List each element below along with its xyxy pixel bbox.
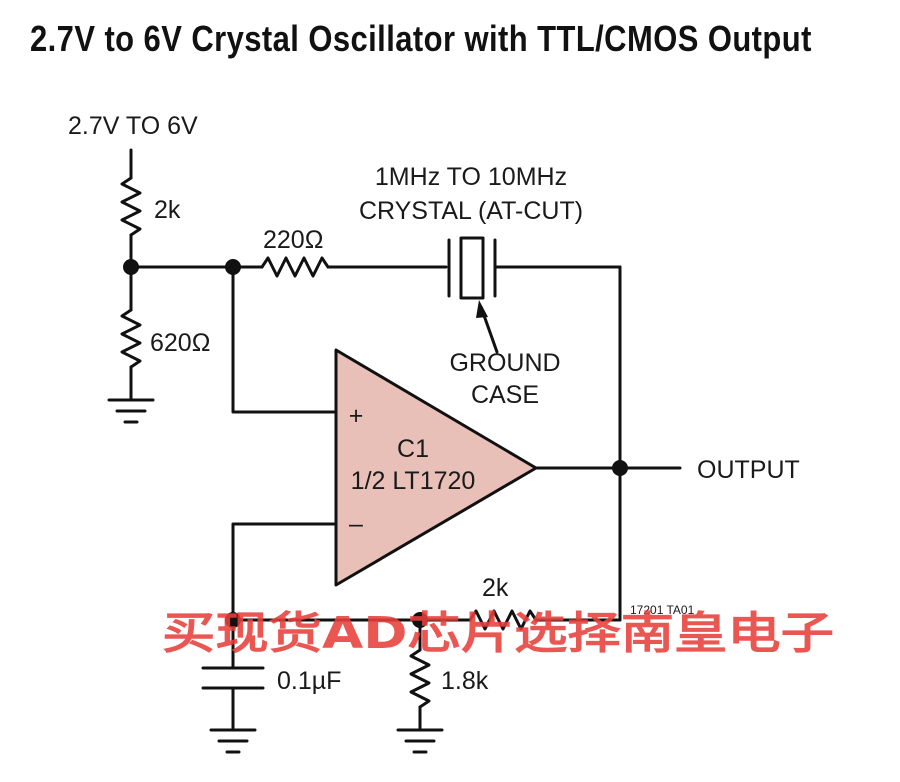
label-r-ground: 1.8k (441, 667, 489, 695)
junction-dots (123, 259, 628, 628)
supply-label: 2.7V TO 6V (68, 112, 198, 140)
crystal (447, 236, 499, 354)
label-r-top: 2k (154, 196, 181, 224)
resistor-620-ohm (120, 308, 142, 369)
watermark-text: 买现货AD芯片选择南皇电子 (162, 608, 834, 659)
ground-symbol-resistor (396, 728, 444, 754)
label-capacitor: 0.1µF (277, 667, 341, 695)
label-r-series: 220Ω (263, 226, 323, 254)
label-ground-line1: GROUND (449, 349, 560, 377)
ground-symbol-left (107, 398, 155, 424)
label-r-bottom: 620Ω (150, 329, 210, 357)
minus-sign: – (349, 510, 363, 538)
comparator-triangle (334, 348, 538, 587)
resistor-1-8k (409, 648, 431, 709)
resistor-2k-feedback (468, 609, 538, 631)
plus-sign: + (349, 402, 364, 430)
label-crystal-line2: CRYSTAL (AT-CUT) (359, 197, 583, 225)
resistor-220-ohm (260, 256, 330, 278)
label-crystal-line1: 1MHz TO 10MHz (375, 163, 567, 191)
label-comparator-part: 1/2 LT1720 (351, 467, 476, 495)
supply-rail (120, 148, 142, 269)
page-title: 2.7V to 6V Crystal Oscillator with TTL/C… (30, 18, 812, 59)
label-r-feedback: 2k (482, 574, 509, 602)
label-comparator-name: C1 (397, 435, 429, 463)
wires (120, 256, 682, 730)
ground-symbol-capacitor (209, 728, 257, 754)
ground-case-arrow (476, 300, 488, 318)
output-label: OUTPUT (697, 456, 800, 484)
resistor-2k-top (120, 176, 142, 237)
figure-id: 17201 TA01 (630, 603, 695, 617)
label-ground-line2: CASE (471, 381, 539, 409)
